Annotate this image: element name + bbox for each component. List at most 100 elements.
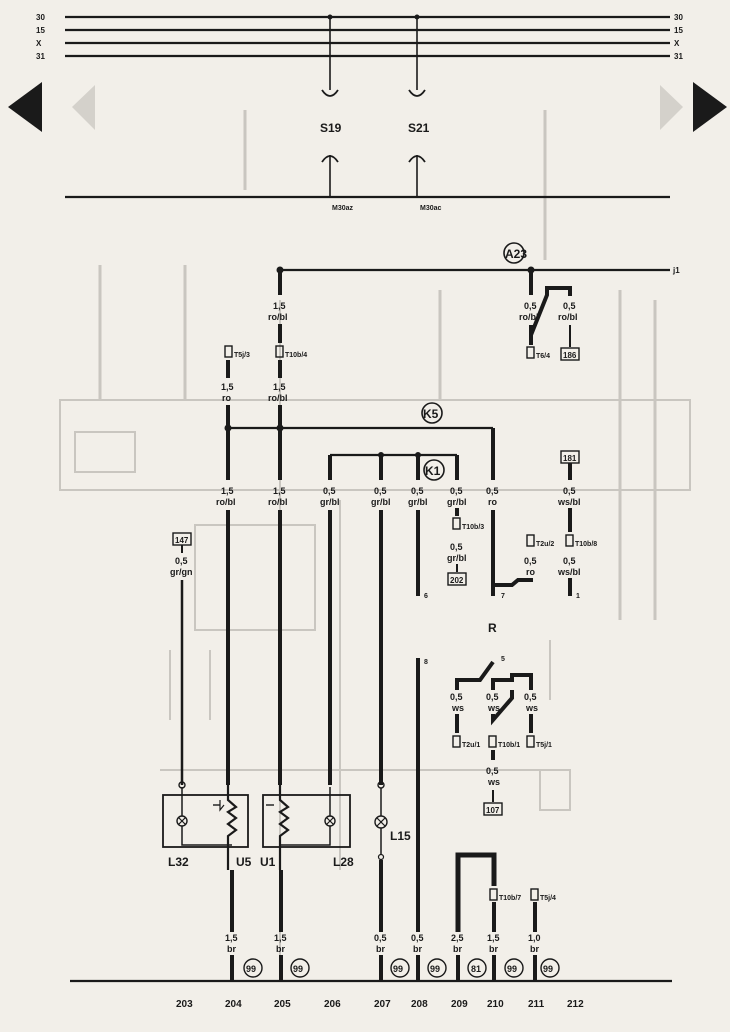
connector-t10b7: T10b/7 [489,888,521,902]
wire-gauge: 0,5 [450,542,463,552]
wire-gauge: 1,5 [225,933,238,943]
wire-color: ws [487,703,500,713]
wire-color: br [489,944,498,954]
relay-s19: S19 M30az [320,89,354,212]
ground-ref-label: 99 [246,964,256,974]
column-number: 207 [374,999,391,1010]
wire-color: br [376,944,385,954]
ref-label: 147 [175,536,189,545]
wire-gauge: 1,5 [273,382,286,392]
connector-label: T10b/4 [285,352,307,359]
connector-label: T2u/1 [462,742,480,749]
wire-color: br [276,944,285,954]
connector-t2u2: T2u/2 [526,534,554,548]
wire-gauge: 0,5 [450,692,463,702]
ref-label: 107 [486,806,500,815]
wire-color: ws [525,703,538,713]
connector-t10b4: T10b/4 [275,345,307,359]
pin-label: 7 [501,593,505,600]
wire-color: br [453,944,462,954]
wire-gauge: 0,5 [486,766,499,776]
column-number: 205 [274,999,291,1010]
connector-t2u1: T2u/1 [452,735,480,749]
pin-label: 6 [424,593,428,600]
wire-gauge: 0,5 [323,486,336,496]
arrow-right-ghost-icon [660,85,683,130]
wire-gauge: 1,5 [221,382,234,392]
connector-t5j3: T5j/3 [224,345,250,359]
connector-label: T5j/1 [536,742,552,749]
wire-color: gr/gn [170,567,193,577]
wire-gauge: 0,5 [374,933,387,943]
junction-a23: A23 j1 [276,242,680,275]
ground-ref-label: 99 [507,964,517,974]
wire-gauge: 0,5 [450,486,463,496]
ref-label: 202 [450,576,464,585]
wire-gauge: 0,5 [411,486,424,496]
ground-ref-label: 99 [393,964,403,974]
bus-label-31-left: 31 [36,52,45,61]
point-label-k5: K5 [423,407,439,421]
column-number: 203 [176,999,193,1010]
wire-color: ro [488,497,498,507]
wire-gauge: 1,5 [221,486,234,496]
wire-color: gr/bl [408,497,428,507]
bus-label-30-left: 30 [36,13,45,22]
component-label-u1: U1 [260,855,276,869]
connector-label: T10b/3 [462,524,484,531]
relay-label-s21: S21 [408,121,430,135]
point-label-j1: j1 [672,266,680,275]
wire-color: ro [526,567,536,577]
ground-ref-label: 99 [543,964,553,974]
wire-color: br [227,944,236,954]
next-page-button[interactable] [660,82,727,132]
wire-color: ws [487,777,500,787]
background-ghost-layer [59,110,691,960]
arrow-left-icon[interactable] [8,82,42,132]
wire-gauge: 0,5 [374,486,387,496]
ground-ref-label: 99 [430,964,440,974]
wire-gauge: 0,5 [486,486,499,496]
wire-color: ro [222,393,232,403]
junction-k5: K5 [224,402,493,432]
wire-gauge: 1,5 [273,486,286,496]
column-numbers: 203 204 205 206 207 208 209 210 211 212 [176,999,584,1010]
wire-color: gr/bl [320,497,340,507]
ref-box-181: 181 [560,450,580,464]
column-number: 212 [567,999,584,1010]
connector-t5j4: T5j/4 [530,888,556,902]
bus-label-15-right: 15 [674,26,683,35]
arrow-right-icon[interactable] [693,82,727,132]
prev-page-button[interactable] [8,82,95,132]
component-l15: L15 [374,788,411,932]
pin-label: 5 [501,656,505,663]
pin-label: 1 [576,593,580,600]
ground-ref-label: 81 [471,964,481,974]
wire-color: ws [451,703,464,713]
relay-s21: S21 M30ac [408,89,442,212]
column-number: 211 [528,999,545,1010]
connector-label: T2u/2 [536,541,554,548]
wire-gauge: 0,5 [563,301,576,311]
bus-label-31-right: 31 [674,52,683,61]
connector-t10b3: T10b/3 [452,517,484,531]
ref-box-186: 186 [560,347,580,361]
wire-color: ro/bl [558,312,578,322]
wire-color: ro/bl [268,497,288,507]
ref-label: 181 [563,454,577,463]
bus-bars: 30 15 X 31 30 15 X 31 [36,13,683,90]
component-u1-l28: U1 L28 [260,785,354,870]
wire-color: gr/bl [447,553,467,563]
wire-color: ro/bl [268,393,288,403]
wire-color: ro/bl [519,312,539,322]
arrow-left-ghost-icon [72,85,95,130]
wire-gauge: 0,5 [486,692,499,702]
wire-gauge: 1,5 [273,301,286,311]
component-label-u5: U5 [236,855,252,869]
wire-color: br [530,944,539,954]
wire-gauge: 0,5 [563,556,576,566]
ground-markers: 99 99 99 99 81 99 99 [230,955,560,980]
wire-gauge: 1,5 [487,933,500,943]
